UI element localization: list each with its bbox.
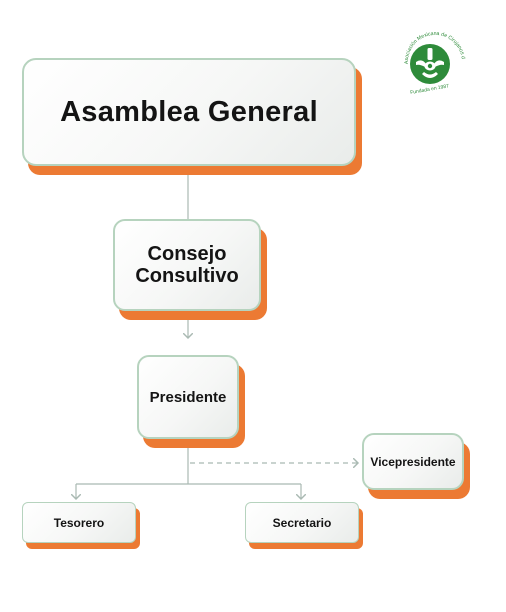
- node-vicepresidente: Vicepresidente: [362, 433, 470, 499]
- node-tesorero-label: Tesorero: [53, 515, 105, 530]
- node-consejo-label-line1: Consejo: [147, 243, 227, 265]
- node-secretario: Secretario: [245, 502, 363, 549]
- node-presidente-label: Presidente: [149, 388, 227, 406]
- node-vicepresidente-label: Vicepresidente: [370, 454, 456, 469]
- node-consejo-label-line2: Consultivo: [135, 265, 239, 287]
- node-asamblea-general-label: Asamblea General: [60, 95, 318, 128]
- node-secretario-label: Secretario: [272, 515, 332, 530]
- node-tesorero: Tesorero: [22, 502, 140, 549]
- node-asamblea-general: Asamblea General: [22, 58, 362, 175]
- association-logo: Asociación Mexicana de Cirujanos de Colu…: [390, 10, 476, 98]
- logo-founded-text: Fundada en 1987: [410, 83, 450, 96]
- node-consejo-consultivo: Consejo Consultivo: [113, 219, 267, 320]
- node-presidente: Presidente: [137, 355, 245, 448]
